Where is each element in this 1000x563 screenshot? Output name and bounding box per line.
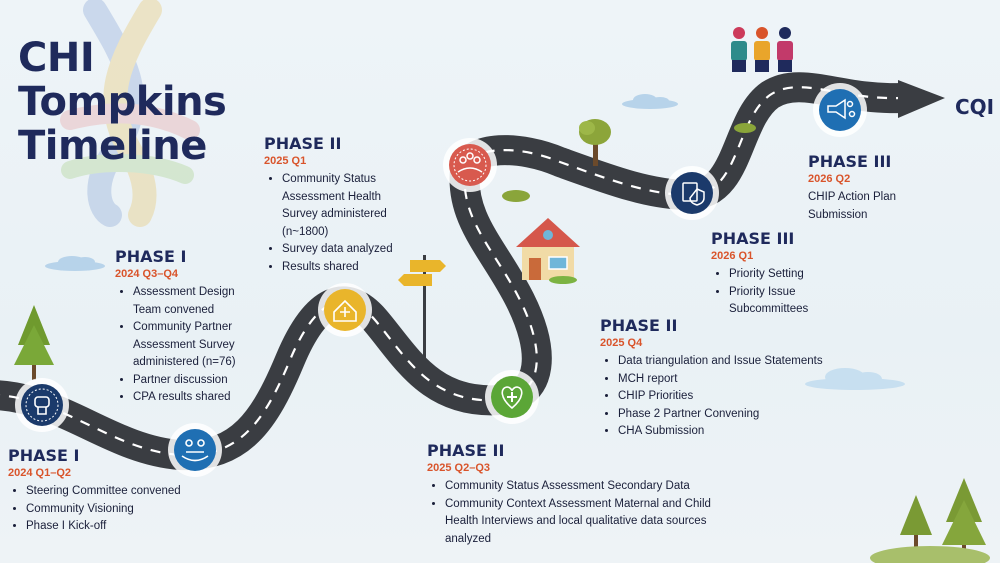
- list-item: Phase 2 Partner Convening: [618, 406, 850, 424]
- list-item: Community Status Assessment Secondary Da…: [445, 478, 717, 496]
- phase-card-2024-q3q4: PHASE I 2024 Q3–Q4 Assessment Design Tea…: [115, 247, 250, 407]
- list-item: Assessment Design Team convened: [133, 284, 250, 319]
- list-item: Community Partner Assessment Survey admi…: [133, 319, 250, 372]
- list-item: Priority Issue Subcommittees: [729, 284, 841, 319]
- milestone-node-phase2-q4: [443, 138, 497, 192]
- cloud-icon: [805, 368, 905, 390]
- milestone-node-phase1-q1q2: [15, 378, 69, 432]
- list-item: Survey data analyzed: [282, 241, 404, 259]
- phase-title: PHASE III: [808, 152, 892, 171]
- people-circle-icon: [457, 152, 483, 173]
- cloud-icon: [45, 256, 105, 271]
- list-item: CPA results shared: [133, 389, 250, 407]
- phase-quarter: 2024 Q3–Q4: [115, 268, 178, 280]
- signpost-icon: [398, 255, 446, 370]
- phase-card-2025-q1: PHASE II 2025 Q1 Community Status Assess…: [264, 134, 404, 276]
- milestone-node-phase3-q2: [813, 83, 867, 137]
- phase-card-2026-q2: PHASE III 2026 Q2 CHIP Action Plan Submi…: [808, 152, 928, 224]
- house-icon: [516, 218, 580, 284]
- list-item: Results shared: [282, 259, 404, 277]
- milestone-node-phase1-q3q4: [168, 423, 222, 477]
- title-line: Timeline: [18, 123, 207, 169]
- phase-items: Community Status Assessment Secondary Da…: [427, 478, 717, 548]
- community-people-icon: [731, 27, 793, 72]
- phase-quarter: 2026 Q1: [711, 250, 754, 262]
- list-item: Community Context Assessment Maternal an…: [445, 496, 717, 549]
- list-item: Data triangulation and Issue Statements: [618, 353, 850, 371]
- title-line: Tompkins: [18, 79, 227, 125]
- page-title: CHI Tompkins Timeline: [18, 35, 227, 169]
- raised-fist-icon: [34, 396, 50, 415]
- phase-quarter: 2025 Q4: [600, 337, 643, 349]
- milestone-node-phase2-q1: [318, 283, 372, 337]
- phase-card-2025-q4: PHASE II 2025 Q4 Data triangulation and …: [600, 316, 850, 441]
- helping-hands-people-icon: [181, 439, 209, 462]
- cqi-end-label: CQI: [955, 95, 995, 119]
- pine-tree-icon: [14, 305, 54, 380]
- phase-title: PHASE I: [8, 446, 80, 465]
- chi-logo-ribbons: [60, 0, 200, 227]
- milestone-node-phase3-q1: [665, 166, 719, 220]
- cloud-icon: [622, 94, 678, 109]
- phase-quarter: 2026 Q2: [808, 173, 851, 185]
- list-item: Priority Setting: [729, 266, 841, 284]
- phase-text: CHIP Action Plan Submission: [808, 191, 897, 221]
- phase-card-2025-q2q3: PHASE II 2025 Q2–Q3 Community Status Ass…: [427, 441, 717, 548]
- phase-quarter: 2025 Q2–Q3: [427, 462, 490, 474]
- phase-title: PHASE II: [427, 441, 505, 460]
- list-item: Phase I Kick-off: [26, 518, 188, 536]
- list-item: CHA Submission: [618, 423, 850, 441]
- list-item: MCH report: [618, 371, 850, 389]
- list-item: CHIP Priorities: [618, 388, 850, 406]
- phase-title: PHASE I: [115, 247, 187, 266]
- phase-items: Assessment Design Team convened Communit…: [115, 284, 250, 407]
- milestone-node-phase2-q2q3: [485, 370, 539, 424]
- phase-card-2024-q1q2: PHASE I 2024 Q1–Q2 Steering Committee co…: [8, 446, 188, 536]
- list-item: Steering Committee convened: [26, 483, 188, 501]
- shield-document-icon: [682, 182, 705, 206]
- phase-quarter: 2024 Q1–Q2: [8, 467, 71, 479]
- phase-quarter: 2025 Q1: [264, 155, 307, 167]
- phase-items: Community Status Assessment Health Surve…: [264, 171, 404, 276]
- phase-items: Data triangulation and Issue Statements …: [600, 353, 850, 441]
- phase-title: PHASE II: [264, 134, 342, 153]
- list-item: Partner discussion: [133, 372, 250, 390]
- megaphone-people-icon: [827, 98, 856, 120]
- phase-title: PHASE III: [711, 229, 795, 248]
- health-home-icon: [333, 299, 357, 322]
- road-arrow-head: [898, 80, 945, 118]
- pine-tree-icon: [870, 478, 990, 563]
- phase-card-2026-q1: PHASE III 2026 Q1 Priority Setting Prior…: [711, 229, 841, 319]
- list-item: Community Visioning: [26, 501, 188, 519]
- heart-cross-icon: [501, 386, 523, 410]
- list-item: Community Status Assessment Health Surve…: [282, 171, 404, 241]
- phase-items: Priority Setting Priority Issue Subcommi…: [711, 266, 841, 319]
- title-line: CHI: [18, 35, 95, 81]
- oak-tree-icon: [579, 119, 611, 166]
- phase-title: PHASE II: [600, 316, 678, 335]
- bush-icon: [502, 123, 756, 202]
- phase-items: Steering Committee convened Community Vi…: [8, 483, 188, 536]
